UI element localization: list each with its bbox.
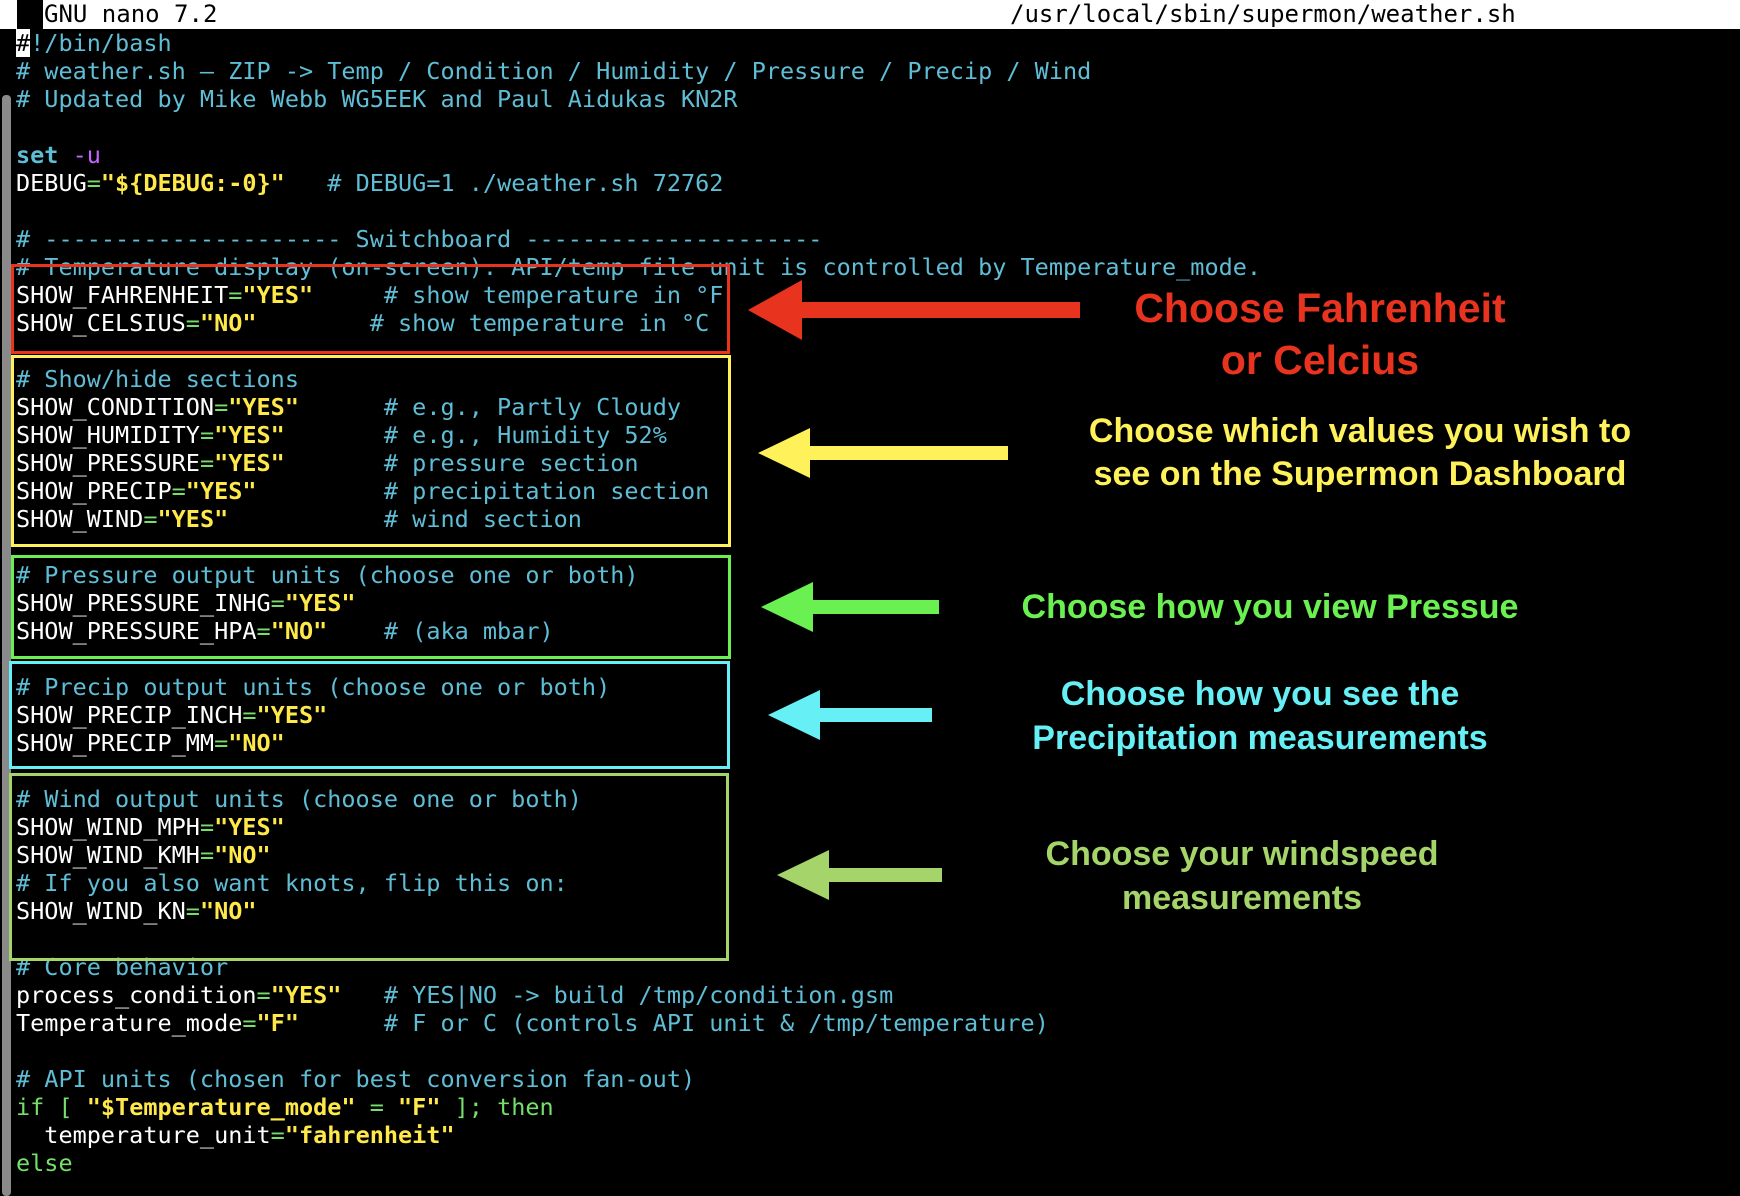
code-line: # weather.sh — ZIP -> Temp / Condition /…: [16, 57, 1092, 85]
file-path: /usr/local/sbin/supermon/weather.sh: [1010, 0, 1516, 28]
code-line: # Show/hide sections: [16, 365, 299, 393]
code-line: SHOW_FAHRENHEIT="YES" # show temperature…: [16, 281, 724, 309]
pressure-annotation: Choose how you view Pressue: [1021, 588, 1519, 626]
code-line: # --------------------- Switchboard ----…: [16, 225, 823, 253]
code-line: SHOW_CELSIUS="NO" # show temperature in …: [16, 309, 710, 337]
code-line: Temperature_mode="F" # F or C (controls …: [16, 1009, 1049, 1037]
fahrenheit-annotation: Choose Fahrenheit or Celcius: [1134, 285, 1506, 383]
code-line: if [ "$Temperature_mode" = "F" ]; then: [16, 1093, 554, 1121]
wind-annotation: Choose your windspeed measurements: [1045, 835, 1439, 917]
scrollbar[interactable]: [2, 95, 11, 1196]
code-line: # Pressure output units (choose one or b…: [16, 561, 639, 589]
red-arrow-icon: [748, 280, 1080, 340]
code-line: SHOW_PRECIP_MM="NO": [16, 729, 285, 757]
nano-titlebar: GNU nano 7.2 /usr/local/sbin/supermon/we…: [0, 0, 1740, 29]
code-line: # Updated by Mike Webb WG5EEK and Paul A…: [16, 85, 738, 113]
code-line: DEBUG="${DEBUG:-0}" # DEBUG=1 ./weather.…: [16, 169, 724, 197]
code-line: SHOW_PRECIP_INCH="YES": [16, 701, 328, 729]
code-line: SHOW_WIND="YES" # wind section: [16, 505, 582, 533]
editor-version: GNU nano 7.2: [44, 0, 218, 28]
wind-units-box: [9, 773, 729, 961]
code-line: # Core behavior: [16, 953, 229, 981]
code-line: else: [16, 1149, 73, 1177]
code-line: # If you also want knots, flip this on:: [16, 869, 568, 897]
code-line: SHOW_WIND_KN="NO": [16, 897, 257, 925]
code-line: SHOW_PRESSURE="YES" # pressure section: [16, 449, 639, 477]
code-line: SHOW_WIND_MPH="YES": [16, 813, 285, 841]
code-line: SHOW_PRESSURE_HPA="NO" # (aka mbar): [16, 617, 554, 645]
text-cursor: #: [16, 29, 31, 57]
code-line: SHOW_PRECIP="YES" # precipitation sectio…: [16, 477, 710, 505]
code-line: # Precip output units (choose one or bot…: [16, 673, 611, 701]
sections-box: [11, 355, 731, 547]
pressure-units-box: [11, 555, 731, 659]
code-line: SHOW_HUMIDITY="YES" # e.g., Humidity 52%: [16, 421, 667, 449]
code-line: SHOW_PRESSURE_INHG="YES": [16, 589, 356, 617]
fahrenheit-celsius-box: [11, 264, 730, 354]
precip-annotation: Choose how you see the Precipitation mea…: [1032, 675, 1488, 757]
values-annotation: Choose which values you wish to see on t…: [1088, 412, 1632, 493]
code-line: # API units (chosen for best conversion …: [16, 1065, 696, 1093]
code-line: set -u: [16, 141, 101, 169]
cyan-arrow-icon: [768, 690, 932, 740]
code-line: # Wind output units (choose one or both): [16, 785, 582, 813]
precip-units-box: [9, 661, 730, 769]
titlebar-cursor-block: [17, 0, 43, 29]
yellow-arrow-icon: [758, 428, 1008, 478]
olive-arrow-icon: [777, 850, 942, 900]
code-line: SHOW_CONDITION="YES" # e.g., Partly Clou…: [16, 393, 681, 421]
code-line: # Temperature display (on-screen). API/t…: [16, 253, 1262, 281]
code-line: process_condition="YES" # YES|NO -> buil…: [16, 981, 894, 1009]
code-line: temperature_unit="fahrenheit": [16, 1121, 455, 1149]
green-arrow-icon: [761, 582, 939, 632]
code-line: #!/bin/bash: [16, 29, 172, 57]
code-line: SHOW_WIND_KMH="NO": [16, 841, 271, 869]
